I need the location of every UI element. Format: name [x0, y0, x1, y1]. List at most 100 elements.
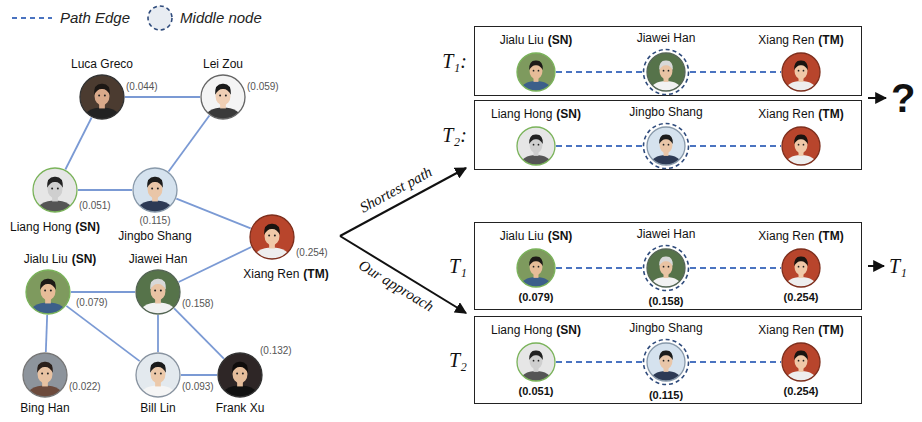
author-name: Luca Greco: [71, 57, 133, 71]
author-name: Jiawei Han: [129, 252, 188, 266]
portrait: [511, 121, 561, 171]
author-node: Luca Greco(0.044): [80, 75, 124, 119]
name-row: Xiang Ren(TM): [758, 107, 843, 121]
name-row: Jiawei Han: [637, 227, 696, 241]
importance-score: (0.254): [296, 247, 328, 259]
legend-line-sample: [10, 13, 54, 23]
middle-node-ring: [644, 246, 689, 291]
name-row: Jialu Liu(SN): [500, 229, 573, 243]
portrait: [27, 162, 83, 218]
portrait: [776, 121, 826, 171]
name-row: Jingbo Shang: [629, 105, 702, 119]
author-node: Jiawei Han(0.158): [136, 270, 180, 314]
role-tag: (SN): [548, 33, 573, 47]
path-edge: [690, 145, 781, 147]
author-name: Jingbo Shang: [629, 105, 702, 119]
our-approach-arrow: [340, 236, 466, 313]
author-name: Jingbo Shang: [629, 321, 702, 335]
coauthor-edge: [179, 247, 252, 282]
importance-score: (0.093): [182, 381, 214, 393]
importance-score: (0.022): [69, 381, 101, 393]
chosen-result: T₁: [889, 255, 907, 278]
portrait: [776, 47, 826, 97]
legend-item: Middle node: [146, 4, 262, 32]
portrait: [130, 264, 186, 320]
author-node: Jialu Liu(SN)(0.079): [517, 249, 555, 287]
portrait: [641, 47, 691, 97]
name-row: Jingbo Shang: [118, 229, 191, 243]
path-edge: [556, 71, 642, 73]
author-name: Xiang Ren: [758, 229, 814, 243]
author-name: Jialu Liu: [24, 252, 68, 266]
middle-node: Jingbo Shang(0.115): [647, 343, 685, 381]
role-tag: (SN): [556, 323, 581, 337]
name-row: Bing Han: [20, 401, 69, 415]
path-label: T₁:: [442, 49, 467, 73]
path-edge: [690, 267, 781, 269]
coauthor-edge: [157, 315, 159, 352]
name-row: Bill Lin: [140, 401, 175, 415]
portrait: [244, 209, 300, 265]
portrait: [17, 347, 73, 403]
importance-score: (0.132): [260, 345, 292, 357]
importance-score: (0.051): [79, 200, 111, 212]
path-label: T₂: [449, 348, 467, 372]
author-name: Bing Han: [20, 401, 69, 415]
name-row: Jialu Liu(SN): [24, 252, 97, 266]
name-row: Liang Hong(SN): [491, 323, 581, 337]
author-node: Xiang Ren(TM): [782, 53, 820, 91]
middle-node-ring: [644, 124, 689, 169]
path-label: T₂:: [442, 123, 467, 147]
portrait: [641, 243, 691, 293]
name-row: Liang Hong(SN): [491, 107, 581, 121]
importance-score: (0.254): [784, 385, 819, 398]
result-arrow: [868, 97, 886, 99]
path-panel: T₁:Jialu Liu(SN)Jiawei HanXiang Ren(TM): [474, 26, 862, 96]
portrait: [127, 162, 183, 218]
portrait: [20, 264, 76, 320]
portrait: [776, 337, 826, 387]
importance-score: (0.158): [182, 298, 214, 310]
path-edge: [690, 71, 781, 73]
name-row: Xiang Ren(TM): [758, 323, 843, 337]
author-node: Bing Han(0.022): [23, 353, 67, 397]
portrait: [212, 347, 268, 403]
middle-node: Jingbo Shang: [647, 127, 685, 165]
name-row: Liang Hong(SN): [10, 220, 100, 234]
portrait: [195, 69, 251, 125]
author-node: Frank Xu(0.132): [218, 353, 262, 397]
author-name: Liang Hong: [10, 220, 71, 234]
author-name: Xiang Ren: [758, 107, 814, 121]
coauthor-edge: [65, 118, 91, 170]
name-row: Jiawei Han: [637, 31, 696, 45]
coauthor-edge: [125, 96, 200, 98]
importance-score: (0.059): [247, 81, 279, 93]
importance-score: (0.158): [649, 295, 684, 308]
legend-text: Path Edge: [60, 9, 130, 27]
portrait: [74, 69, 130, 125]
importance-score: (0.254): [784, 291, 819, 304]
path-panel: T₂:Liang Hong(SN)Jingbo ShangXiang Ren(T…: [474, 100, 862, 170]
importance-score: (0.079): [519, 291, 554, 304]
portrait: [641, 337, 691, 387]
coauthor-edge: [71, 291, 135, 293]
coauthor-edge: [78, 189, 132, 191]
portrait: [130, 347, 186, 403]
importance-score: (0.115): [140, 215, 171, 227]
author-node: Jingbo Shang(0.115): [133, 168, 177, 212]
coauthor-edge: [66, 306, 139, 361]
portrait: [776, 243, 826, 293]
author-name: Xiang Ren: [243, 267, 299, 281]
author-node: Xiang Ren(TM): [782, 127, 820, 165]
path-panel: T₂Liang Hong(SN)(0.051)Jingbo Shang(0.11…: [474, 316, 862, 404]
path-edge: [556, 361, 642, 363]
author-name: Jingbo Shang: [118, 229, 191, 243]
portrait: [511, 47, 561, 97]
coauthor-edge: [181, 374, 217, 376]
name-row: Lei Zou: [203, 57, 243, 71]
author-node: Lei Zou(0.059): [201, 75, 245, 119]
role-tag: (SN): [548, 229, 573, 243]
unknown-result: ?: [891, 76, 915, 121]
author-node: Liang Hong(SN)(0.051): [517, 343, 555, 381]
name-row: Xiang Ren(TM): [758, 33, 843, 47]
